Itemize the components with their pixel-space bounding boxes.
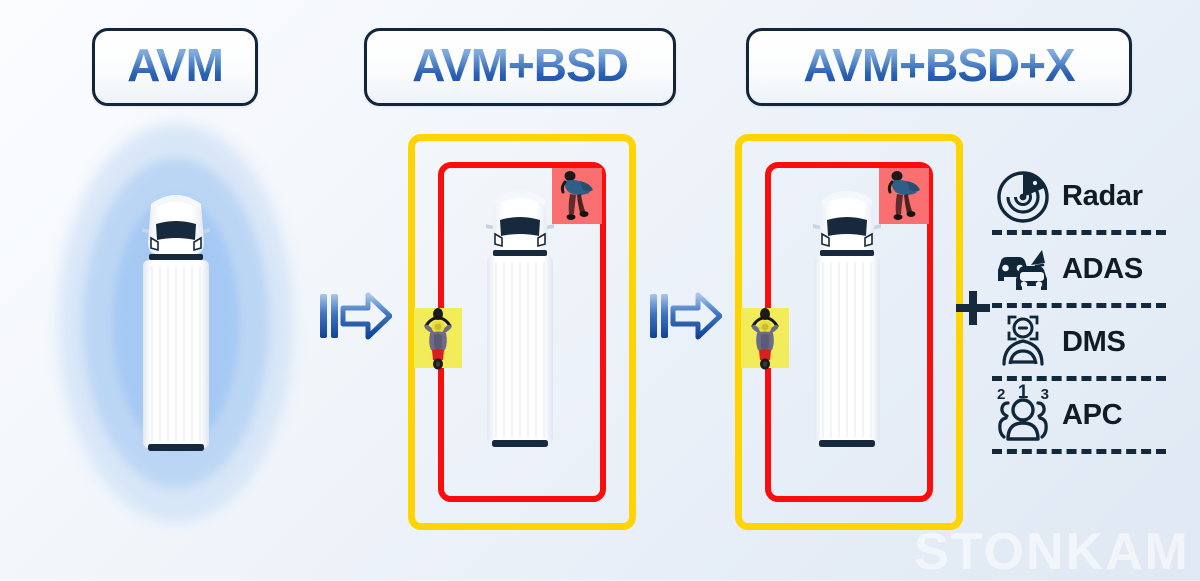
avm-bsd-x-panel (735, 134, 963, 530)
passenger-counting-icon: 2 1 3 (992, 383, 1054, 445)
truck-top-view (482, 178, 558, 460)
motorcyclist-icon (418, 306, 458, 370)
truck-top-view (138, 182, 214, 464)
feature-separator (992, 376, 1166, 381)
apc-count-right: 3 (1040, 386, 1049, 403)
avm-coverage-panel (58, 118, 294, 528)
pedestrian-icon (883, 168, 927, 224)
progression-arrow-1 (318, 288, 393, 344)
yellow-outer-detection-zone (735, 134, 963, 530)
title-pill-avm-bsd-x-label: AVM+BSD+X (803, 40, 1075, 94)
progression-arrow-2 (648, 288, 723, 344)
motorcyclist-icon (745, 306, 785, 370)
feature-separator (992, 230, 1166, 235)
apc-count-left: 2 (997, 386, 1006, 403)
feature-label-dms: DMS (1062, 325, 1126, 358)
pedestrian-alert-cell (879, 168, 929, 224)
feature-label-apc: APC (1062, 398, 1123, 431)
feature-row-radar[interactable]: Radar (992, 162, 1172, 230)
title-pill-avm-bsd-x: AVM+BSD+X (746, 28, 1132, 106)
radar-icon (992, 166, 1054, 226)
title-pill-avm: AVM (92, 28, 258, 106)
expansion-feature-list: Radar (992, 162, 1172, 454)
avm-bsd-panel (408, 134, 636, 530)
feature-separator (992, 449, 1166, 454)
feature-label-adas: ADAS (1062, 252, 1143, 285)
plus-icon (953, 288, 993, 328)
title-pill-avm-bsd-label: AVM+BSD (412, 40, 629, 94)
feature-separator (992, 303, 1166, 308)
truck-top-view (809, 178, 885, 460)
title-pill-avm-bsd: AVM+BSD (364, 28, 676, 106)
apc-count-middle: 1 (1017, 382, 1029, 403)
brand-watermark: STONKAM (914, 523, 1190, 581)
pedestrian-alert-cell (552, 168, 602, 224)
driver-monitoring-icon (992, 312, 1054, 372)
feature-row-apc[interactable]: 2 1 3 APC (992, 381, 1172, 449)
pedestrian-icon (556, 168, 600, 224)
feature-row-dms[interactable]: DMS (992, 308, 1172, 376)
feature-row-adas[interactable]: ADAS (992, 235, 1172, 303)
adas-collision-icon (992, 239, 1054, 299)
apc-count-labels: 2 1 3 (997, 383, 1049, 402)
title-pill-avm-label: AVM (127, 40, 224, 94)
yellow-outer-detection-zone (408, 134, 636, 530)
feature-label-radar: Radar (1062, 179, 1143, 212)
